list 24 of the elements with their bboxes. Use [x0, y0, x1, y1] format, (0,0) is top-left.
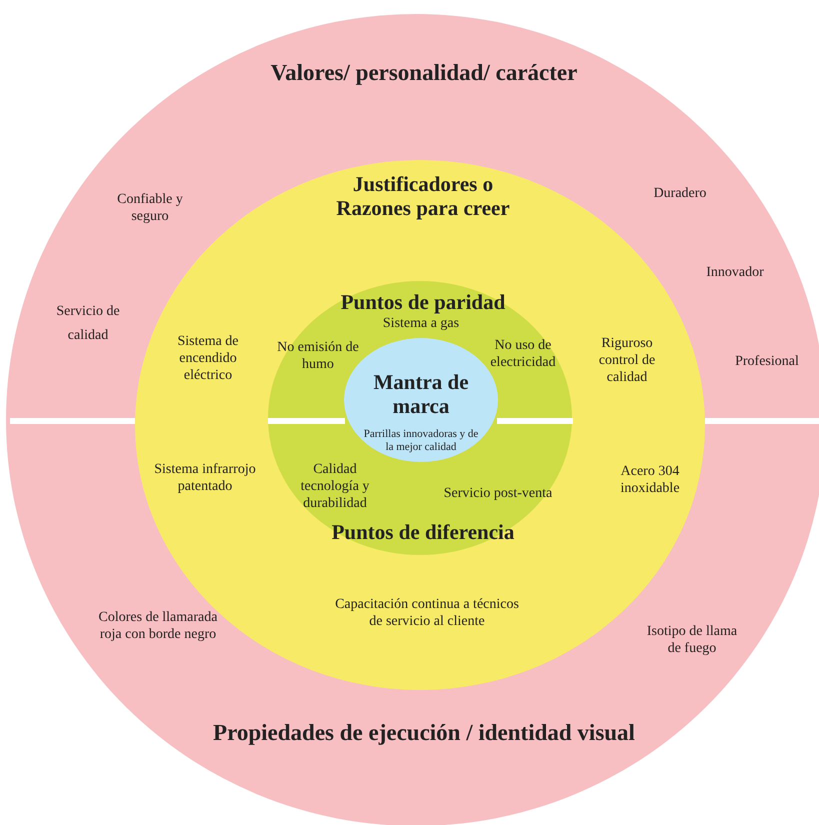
ring-label: No uso de electricidad — [489, 338, 557, 372]
ring-title: Puntos de diferencia — [330, 520, 516, 544]
ring-label: Calidad tecnología y durabilidad — [300, 462, 370, 512]
ring-label: Servicio post-venta — [442, 486, 554, 503]
ring-label: Acero 304 inoxidable — [619, 464, 681, 498]
ring-label: Colores de llamarada roja con borde negro — [98, 610, 218, 644]
ring-title: Justificadores o Razones para creer — [335, 172, 511, 220]
ring-label: Sistema infrarrojo patentado — [153, 462, 257, 496]
ring-title: Valores/ personalidad/ carácter — [270, 60, 578, 86]
ring-title: Propiedades de ejecución / identidad visual — [212, 720, 636, 746]
ring-label: Isotipo de llama de fuego — [646, 624, 738, 658]
ring-label: Profesional — [734, 354, 800, 371]
mantra-text: Parrillas innovadoras y de la mejor calidad — [362, 428, 480, 454]
ring-title: Puntos de paridad — [340, 290, 506, 314]
ring-label: Sistema a gas — [382, 316, 460, 333]
ring-label: Duradero — [652, 186, 708, 203]
ring-label: No emisión de humo — [276, 340, 360, 374]
ring-label: Sistema de encendido eléctrico — [176, 334, 240, 384]
ring-label: Servicio de calidad — [55, 303, 121, 345]
center-title: Mantra de marca — [372, 370, 470, 418]
ring-label: Confiable y seguro — [116, 192, 184, 226]
ring-label: Riguroso control de calidad — [598, 336, 656, 386]
ring-label: Capacitación continua a técnicos de servicio al cliente — [334, 597, 520, 631]
ring-label: Innovador — [705, 265, 765, 282]
